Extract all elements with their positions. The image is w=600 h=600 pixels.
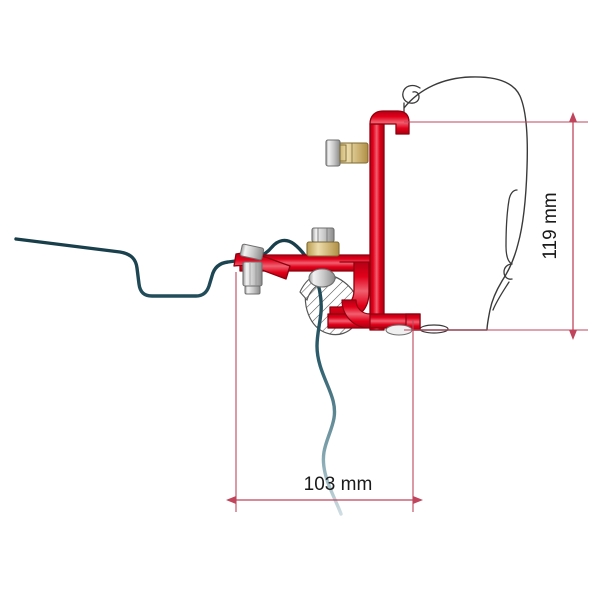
awning-case-outline	[403, 76, 529, 334]
dimension-vertical-119mm: 119 mm	[404, 112, 588, 340]
clamp-plate-bolt	[239, 243, 265, 295]
dimension-label-horizontal: 103 mm	[304, 474, 373, 495]
dimension-label-vertical: 119 mm	[540, 192, 561, 259]
dimension-horizontal-103mm: 103 mm	[226, 272, 423, 512]
vehicle-roof-profile	[14, 237, 343, 516]
upper-hex-bolt	[325, 139, 369, 167]
mid-hex-bolt	[306, 227, 340, 288]
